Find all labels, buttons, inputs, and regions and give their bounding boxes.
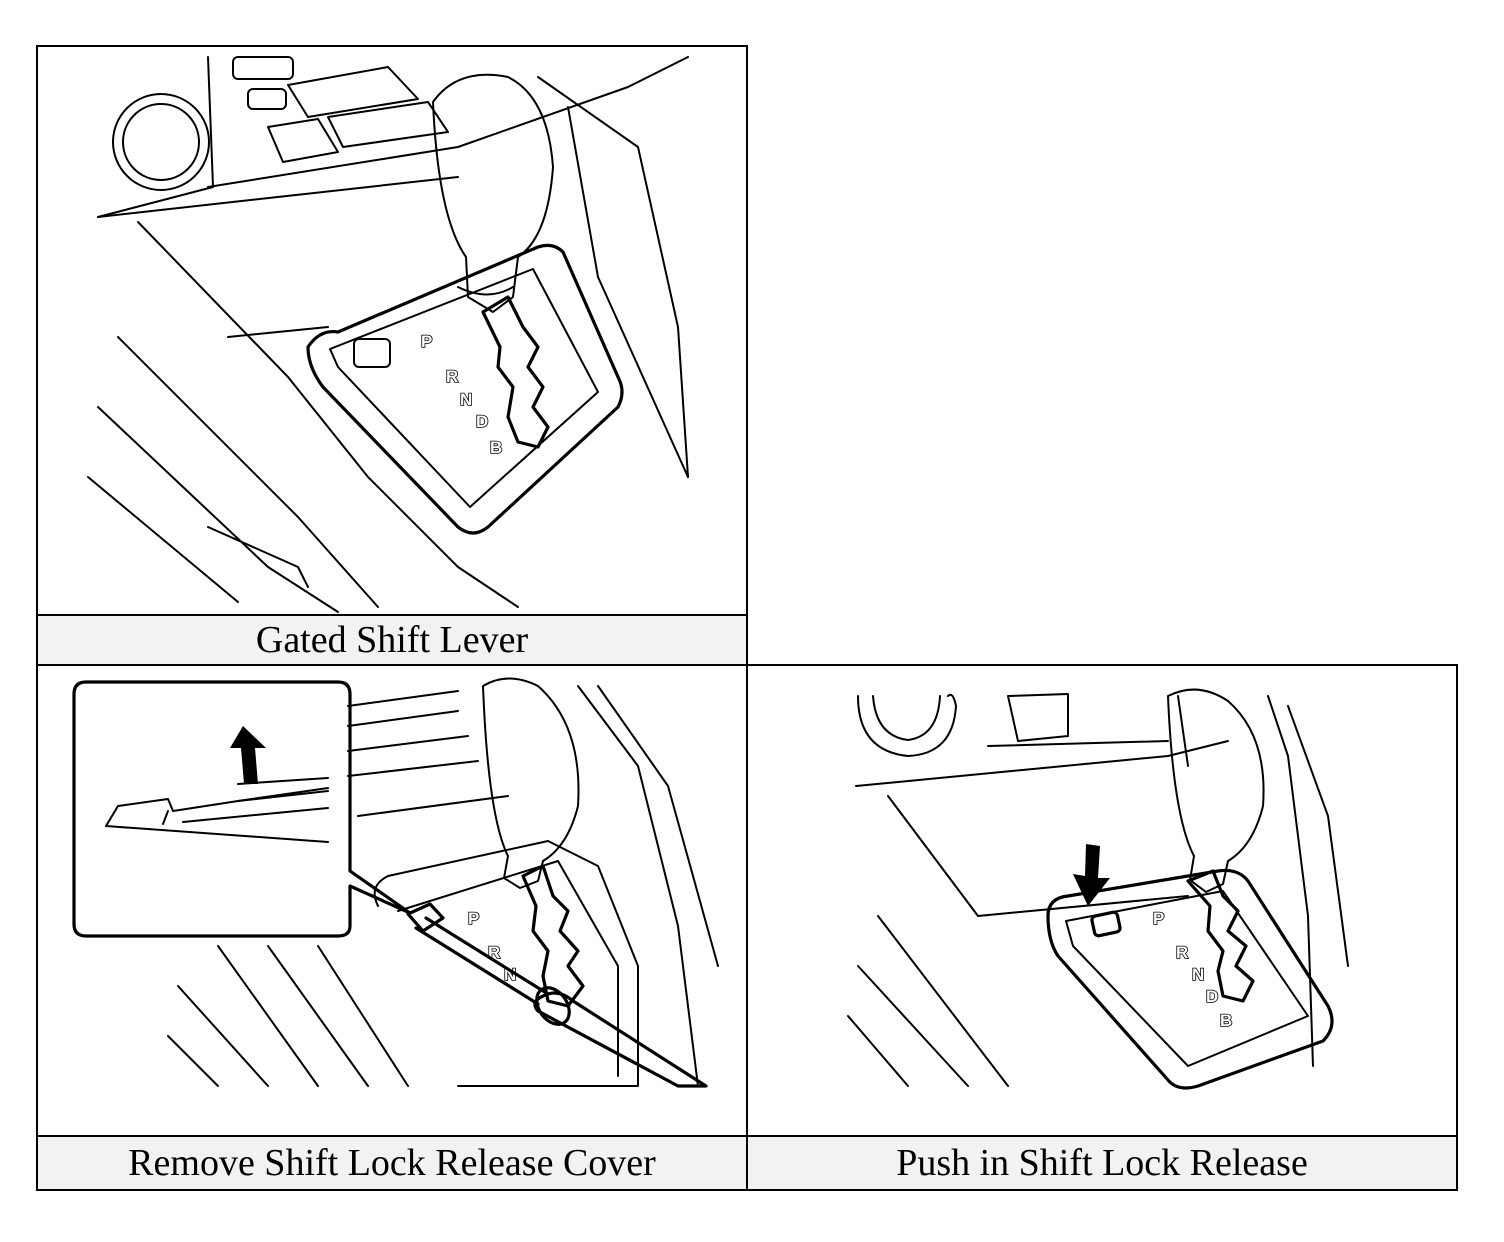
gate-letter-P: P [421,332,432,351]
gate-letter-D: D [476,412,488,431]
caption-remove-shift-lock-cover: Remove Shift Lock Release Cover [36,1135,748,1191]
push-release-illustration: P R N D B [847,688,1349,1090]
gate-letter-R: R [446,367,458,386]
gate-letter-B: B [490,438,502,457]
screwdriver-icon [414,916,708,1088]
caption-push-shift-lock-release: Push in Shift Lock Release [746,1135,1458,1191]
gate-letter-P: P [1153,909,1164,928]
gate-letter-R: R [1176,943,1188,962]
gate-letter-P: P [468,909,479,928]
gate-letter-N: N [1192,965,1204,984]
up-arrow-icon [230,726,266,784]
shift-lever-illustration: P R N D B [87,56,689,613]
figure-remove-shift-lock-cover: P R N [36,664,748,1137]
down-arrow-icon [1073,844,1110,906]
figure-push-shift-lock-release: P R N D B [746,664,1458,1137]
caption-gated-shift-lever: Gated Shift Lever [36,614,748,666]
figure-gated-shift-lever: P R N D B [36,45,748,616]
gate-letter-D: D [1206,987,1218,1006]
gate-letter-N: N [460,390,472,409]
gate-letter-B: B [1220,1011,1232,1030]
remove-cover-illustration: P R N [72,677,719,1088]
